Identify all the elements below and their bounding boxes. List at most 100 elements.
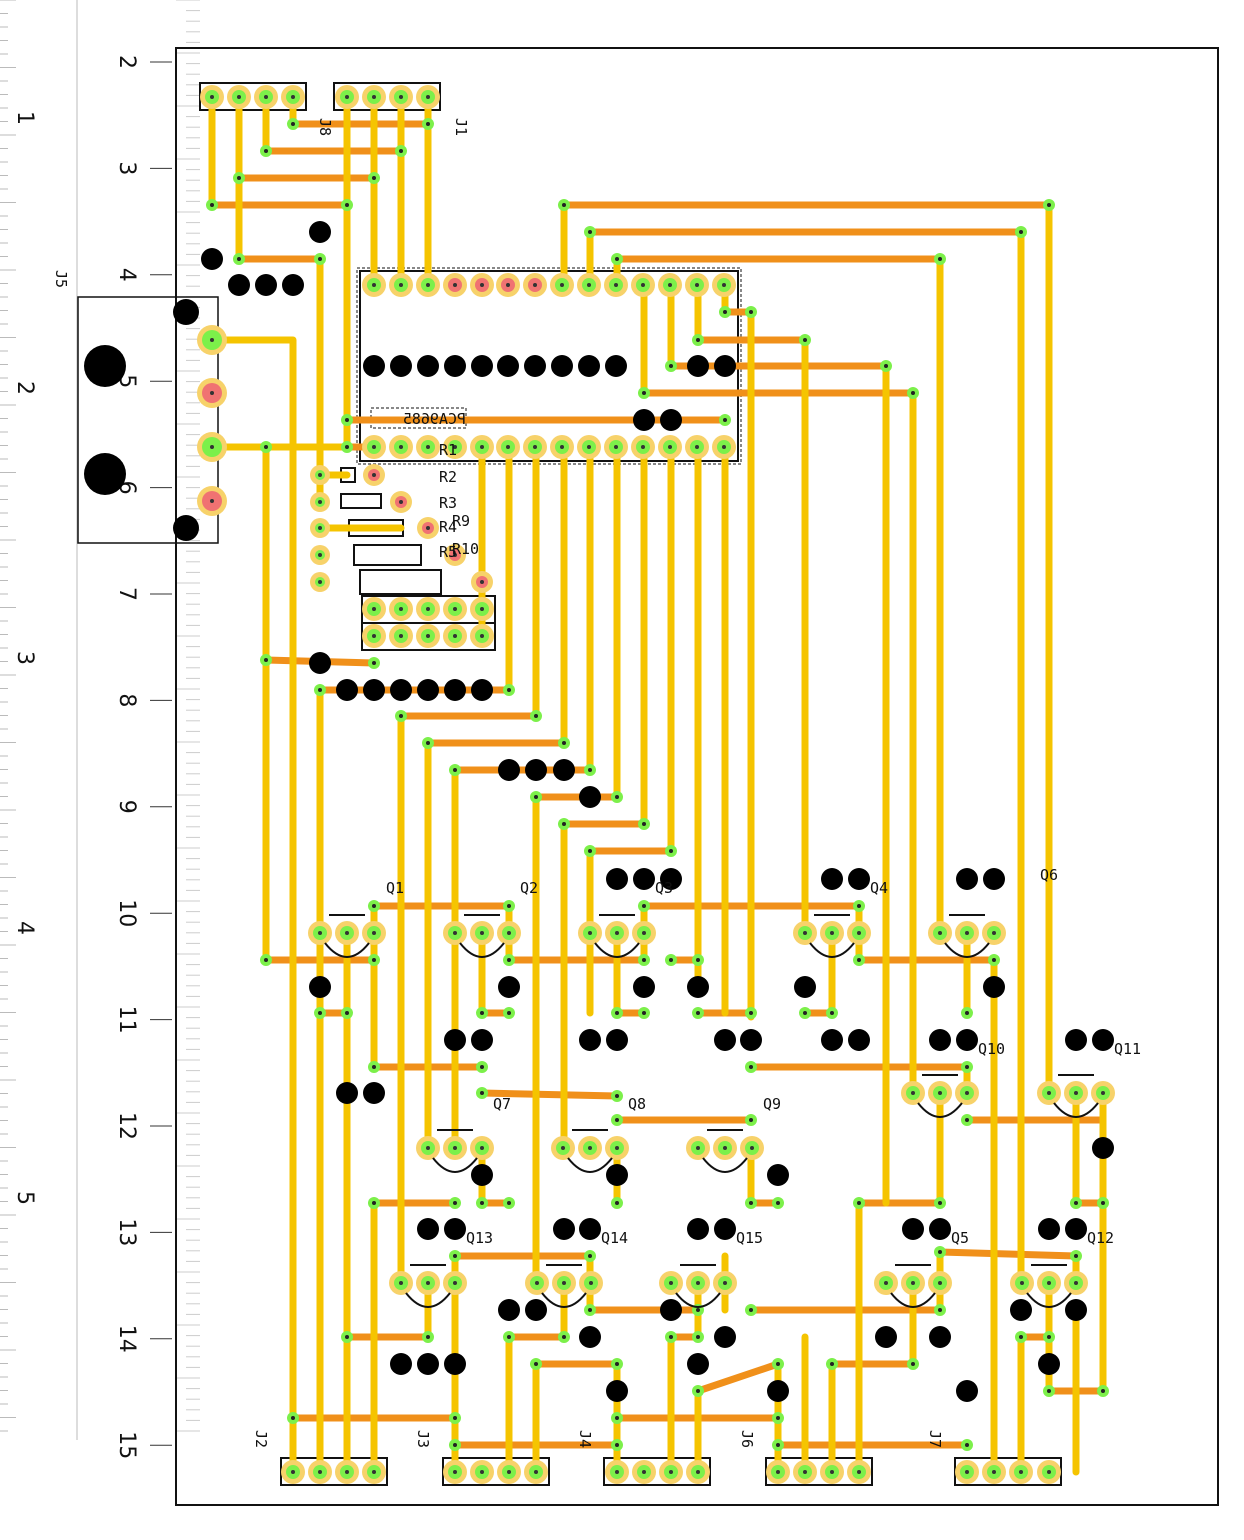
via-hole: [857, 958, 861, 962]
ruler-board-number: 12: [114, 1112, 139, 1140]
ruler-board-number: 14: [114, 1325, 139, 1353]
hole: [714, 1326, 736, 1348]
hole: [687, 976, 709, 998]
pad-hole: [911, 1091, 915, 1095]
transistor-body: [432, 1157, 478, 1173]
via-hole: [723, 310, 727, 314]
pad-hole: [614, 445, 618, 449]
pad-hole: [830, 931, 834, 935]
label-r9: R9: [452, 512, 470, 530]
pad-hole: [533, 283, 537, 287]
pad-hole: [426, 445, 430, 449]
pad-hole: [372, 1470, 376, 1474]
pad-hole: [695, 283, 699, 287]
pad-hole: [372, 634, 376, 638]
pad-hole: [1047, 1470, 1051, 1474]
pad-hole: [1074, 1091, 1078, 1095]
bottom-connector-outline: [954, 1457, 1062, 1486]
hole: [956, 1380, 978, 1402]
hole: [579, 1029, 601, 1051]
hole: [336, 1082, 358, 1104]
via-hole: [749, 310, 753, 314]
hole: [525, 1299, 547, 1321]
pad-hole: [589, 1281, 593, 1285]
label-q12: Q12: [1087, 1229, 1114, 1247]
via-hole: [1047, 203, 1051, 207]
via-hole: [399, 714, 403, 718]
transistor-body: [1053, 1102, 1099, 1118]
pad-hole: [587, 445, 591, 449]
hole: [605, 355, 627, 377]
pad-hole: [614, 283, 618, 287]
hole: [417, 1218, 439, 1240]
via-hole: [507, 1011, 511, 1015]
hole: [714, 1029, 736, 1051]
header-row-2-outline: [361, 622, 496, 651]
pad-hole: [210, 445, 214, 449]
pad-hole: [480, 445, 484, 449]
pad-hole: [1074, 1281, 1078, 1285]
pad-hole: [588, 1146, 592, 1150]
pad-hole: [668, 445, 672, 449]
pad-hole: [1101, 1091, 1105, 1095]
via-hole: [803, 338, 807, 342]
via-hole: [562, 203, 566, 207]
hole: [633, 976, 655, 998]
via-hole: [318, 1011, 322, 1015]
via-hole: [480, 1011, 484, 1015]
transistor-body: [1026, 1292, 1072, 1308]
pad-hole: [399, 95, 403, 99]
ruler-left-number: 2: [12, 381, 37, 395]
pad-hole: [830, 1470, 834, 1474]
trace-bottom: [694, 1360, 782, 1395]
pad-hole: [533, 445, 537, 449]
label-q14: Q14: [601, 1229, 628, 1247]
hole: [390, 1353, 412, 1375]
transistor-body: [594, 942, 640, 958]
transistor-body: [809, 942, 855, 958]
via-hole: [615, 1094, 619, 1098]
hole: [660, 868, 682, 890]
pad-hole: [318, 931, 322, 935]
hole: [687, 1353, 709, 1375]
pad-hole: [372, 283, 376, 287]
via-hole: [264, 658, 268, 662]
pad-hole: [345, 1470, 349, 1474]
pad-hole: [534, 1470, 538, 1474]
hole: [551, 355, 573, 377]
pad-hole: [561, 1146, 565, 1150]
ruler-board-number: 3: [114, 161, 139, 175]
via-hole: [749, 1065, 753, 1069]
hole: [390, 679, 412, 701]
via-hole: [615, 1362, 619, 1366]
pad-hole: [453, 1470, 457, 1474]
trace-bottom: [936, 1248, 1080, 1260]
via-hole: [588, 230, 592, 234]
pad-hole: [453, 634, 457, 638]
pad-hole: [345, 931, 349, 935]
pad-hole: [507, 1470, 511, 1474]
via-hole: [480, 1201, 484, 1205]
ruler-board-number: 13: [114, 1218, 139, 1246]
label-q1: Q1: [386, 879, 404, 897]
j1-outline: [333, 82, 441, 111]
via-hole: [345, 445, 349, 449]
via-hole: [749, 1118, 753, 1122]
via-hole: [562, 1335, 566, 1339]
via-hole: [507, 1201, 511, 1205]
via-hole: [669, 1335, 673, 1339]
hole: [929, 1029, 951, 1051]
via-hole: [318, 257, 322, 261]
via-hole: [857, 1201, 861, 1205]
via-hole: [264, 958, 268, 962]
pad-hole: [857, 931, 861, 935]
pad-hole: [480, 1470, 484, 1474]
pad-hole: [345, 95, 349, 99]
via-hole: [453, 1443, 457, 1447]
hole: [282, 274, 304, 296]
via-hole: [965, 1118, 969, 1122]
pad-hole: [938, 1281, 942, 1285]
pads: [197, 85, 1115, 1484]
label-q5: Q5: [951, 1229, 969, 1247]
via-hole: [857, 904, 861, 908]
